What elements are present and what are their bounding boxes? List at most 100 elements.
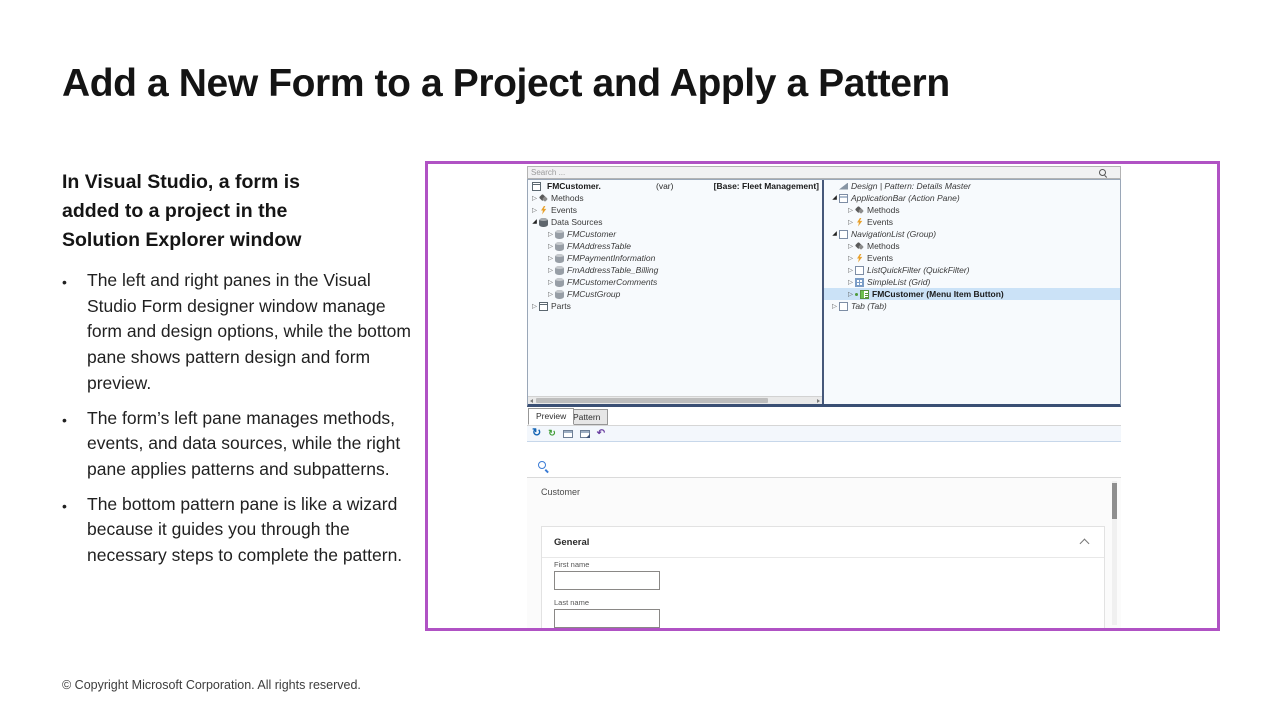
methods-icon bbox=[855, 242, 864, 251]
refresh-green-icon[interactable]: ↻ bbox=[548, 428, 556, 438]
vertical-scrollbar[interactable] bbox=[1112, 481, 1117, 625]
left-tree: ▷Methods▷Events◢Data Sources▷FMCustomer▷… bbox=[528, 192, 822, 312]
tree-item[interactable]: ◢NavigationList (Group) bbox=[824, 228, 1120, 240]
expander-open-icon[interactable]: ◢ bbox=[532, 218, 537, 225]
tree-item[interactable]: ▷ Methods bbox=[824, 240, 1120, 252]
tab-preview[interactable]: Preview bbox=[528, 408, 575, 425]
tree-item-label: ListQuickFilter (QuickFilter) bbox=[867, 265, 970, 275]
last-name-input[interactable] bbox=[554, 609, 660, 628]
form-root-row[interactable]: FMCustomer. (var) [Base: Fleet Managemen… bbox=[528, 180, 822, 192]
tab-icon bbox=[839, 301, 848, 311]
db-icon bbox=[555, 265, 564, 275]
section-header[interactable]: General bbox=[542, 527, 1104, 558]
tree-item-label: FMPaymentInformation bbox=[567, 253, 656, 263]
design-icon bbox=[839, 182, 848, 191]
refresh-blue-icon[interactable]: ↻ bbox=[532, 427, 542, 439]
chevron-up-icon[interactable] bbox=[1079, 538, 1090, 549]
tree-item-label: Methods bbox=[867, 241, 900, 251]
tree-item[interactable]: ▷ SimpleList (Grid) bbox=[824, 276, 1120, 288]
expander-icon[interactable]: ▷ bbox=[848, 206, 853, 214]
tree-item[interactable]: ▷ ListQuickFilter (QuickFilter) bbox=[824, 264, 1120, 276]
group-icon bbox=[839, 229, 848, 239]
expander-icon[interactable]: ▷ bbox=[532, 302, 537, 310]
expander-icon[interactable]: ▷ bbox=[532, 206, 537, 214]
grid-icon bbox=[855, 277, 864, 287]
db-dark-icon bbox=[539, 217, 548, 227]
tree-item[interactable]: ▷ Methods bbox=[824, 204, 1120, 216]
form-field: Last name bbox=[554, 598, 660, 628]
modified-dot-icon bbox=[855, 292, 858, 296]
popout-window-icon[interactable] bbox=[562, 429, 573, 438]
tree-item[interactable]: ▷FMCustomerComments bbox=[528, 276, 822, 288]
form-field: First name bbox=[554, 560, 660, 590]
expander-icon[interactable]: ▷ bbox=[832, 302, 837, 310]
search-input[interactable]: Search ... bbox=[527, 166, 1121, 179]
expander-icon[interactable]: ▷ bbox=[848, 266, 853, 274]
vs-form-designer: Search ... FMCustomer. (var) [Base: Flee… bbox=[527, 166, 1121, 628]
expander-icon[interactable]: ▷ bbox=[848, 242, 853, 250]
expander-icon[interactable]: ▷ bbox=[548, 266, 553, 274]
expander-icon[interactable]: ▷ bbox=[532, 194, 537, 202]
expander-icon[interactable]: ▷ bbox=[548, 254, 553, 262]
tree-item[interactable]: ▷ FMAddressTable bbox=[528, 240, 822, 252]
field-label: Last name bbox=[554, 598, 590, 607]
tree-item[interactable]: ▷FMCustGroup bbox=[528, 288, 822, 300]
expander-icon[interactable]: ▷ bbox=[548, 290, 553, 298]
tree-item-label: FMAddressTable bbox=[567, 241, 631, 251]
export-window-icon[interactable] bbox=[579, 429, 590, 438]
tree-item[interactable]: ▷ Parts bbox=[528, 300, 822, 312]
events-icon bbox=[855, 254, 864, 263]
undo-purple-icon[interactable]: ↶ bbox=[596, 427, 606, 439]
expander-open-icon[interactable]: ◢ bbox=[832, 194, 837, 201]
scrollbar-thumb[interactable] bbox=[536, 398, 768, 403]
tree-item-label: Parts bbox=[551, 301, 571, 311]
tree-item-label: Events bbox=[867, 253, 893, 263]
preview-search-icon[interactable] bbox=[537, 460, 548, 471]
search-icon[interactable] bbox=[1098, 168, 1107, 177]
bullet-marker: • bbox=[62, 274, 67, 290]
expander-icon[interactable]: ▷ bbox=[848, 254, 853, 262]
expander-icon[interactable]: ▷ bbox=[848, 218, 853, 226]
tree-item[interactable]: ▷ Events bbox=[824, 216, 1120, 228]
tree-item[interactable]: ◢Data Sources bbox=[528, 216, 822, 228]
tree-item-label: Events bbox=[867, 217, 893, 227]
bullet-item: •The bottom pattern pane is like a wizar… bbox=[62, 492, 418, 569]
tree-item[interactable]: ▷Tab (Tab) bbox=[824, 300, 1120, 312]
tree-item[interactable]: ▷Events bbox=[528, 204, 822, 216]
expander-open-icon[interactable]: ◢ bbox=[832, 230, 837, 237]
page-title: Add a New Form to a Project and Apply a … bbox=[62, 62, 950, 105]
db-icon bbox=[555, 229, 564, 239]
copyright-text: © Copyright Microsoft Corporation. All r… bbox=[62, 678, 361, 692]
bullet-marker: • bbox=[62, 411, 67, 428]
expander-icon[interactable]: ▷ bbox=[848, 290, 853, 298]
tree-item-label: SimpleList (Grid) bbox=[867, 277, 931, 287]
horizontal-scrollbar[interactable] bbox=[528, 396, 822, 404]
tree-item[interactable]: ▷FMCustomer bbox=[528, 228, 822, 240]
tree-item[interactable]: ▷ FMPaymentInformation bbox=[528, 252, 822, 264]
tree-item[interactable]: ▷FmAddressTable_Billing bbox=[528, 264, 822, 276]
preview-toolbar: ↻ ↻ ↶ bbox=[527, 425, 1121, 442]
tree-item[interactable]: ▷ Events bbox=[824, 252, 1120, 264]
tree-item[interactable]: ◢ApplicationBar (Action Pane) bbox=[824, 192, 1120, 204]
bullet-item: •The left and right panes in the Visual … bbox=[62, 268, 418, 397]
expander-icon[interactable]: ▷ bbox=[548, 278, 553, 286]
tab-pattern[interactable]: Pattern bbox=[565, 409, 609, 425]
tree-item[interactable]: Design | Pattern: Details Master bbox=[824, 180, 1120, 192]
first-name-input[interactable] bbox=[554, 571, 660, 590]
tree-item[interactable]: ▷FMCustomer (Menu Item Button) bbox=[824, 288, 1120, 300]
appbar-icon bbox=[839, 193, 848, 203]
text-column: In Visual Studio, a form is added to a p… bbox=[62, 168, 418, 578]
quickfilter-icon bbox=[855, 265, 864, 275]
expander-icon[interactable]: ▷ bbox=[548, 242, 553, 250]
expander-icon[interactable]: ▷ bbox=[848, 278, 853, 286]
bullet-list: •The left and right panes in the Visual … bbox=[62, 268, 418, 569]
bullet-text: The form’s left pane manages methods, ev… bbox=[87, 407, 401, 479]
tree-item[interactable]: ▷Methods bbox=[528, 192, 822, 204]
bullet-text: The bottom pattern pane is like a wizard… bbox=[87, 493, 403, 566]
tree-item-label: Methods bbox=[867, 205, 900, 215]
methods-icon bbox=[539, 194, 548, 203]
scrollbar-thumb[interactable] bbox=[1112, 483, 1117, 519]
expander-icon[interactable]: ▷ bbox=[548, 230, 553, 238]
